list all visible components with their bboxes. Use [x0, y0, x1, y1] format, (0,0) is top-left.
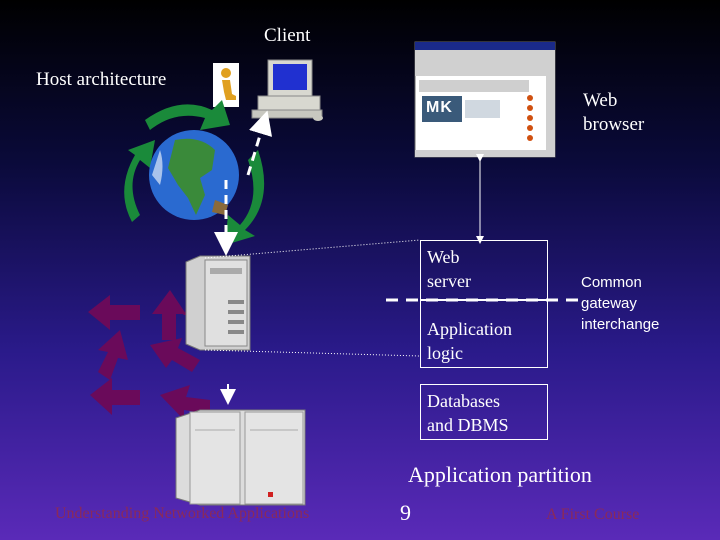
- application-logic-box: Application logic: [420, 300, 548, 368]
- web-server-label-line1: Web: [427, 247, 460, 267]
- application-partition-label: Application partition: [408, 462, 592, 487]
- client-computer-icon: [251, 59, 323, 121]
- databases-box: Databases and DBMS: [420, 384, 548, 440]
- page-number: 9: [400, 500, 411, 525]
- client-globe-arrow: [246, 110, 273, 176]
- web-browser-window: [414, 41, 556, 158]
- person-icon: [213, 63, 239, 107]
- web-browser-label: Web browser: [583, 90, 645, 135]
- database-server-icon: [175, 409, 306, 506]
- web-server-label-line2: server: [427, 271, 471, 291]
- footer-right: A First Course: [546, 506, 640, 523]
- db-label-line1: Databases: [427, 391, 500, 411]
- cgi-label: Common gateway interchange: [581, 274, 660, 333]
- app-logic-label-line2: logic: [427, 343, 463, 363]
- app-logic-label-line1: Application: [427, 319, 512, 339]
- globe-icon: [124, 100, 265, 245]
- web-server-box: Web server: [420, 240, 548, 300]
- partition-bottom-line: [204, 349, 421, 357]
- web-server-icon: [185, 255, 251, 351]
- client-label: Client: [264, 25, 311, 46]
- browser-logo-text: MK: [426, 99, 453, 116]
- host-architecture-label: Host architecture: [36, 69, 167, 90]
- footer-left: Understanding Networked Applications: [55, 505, 310, 522]
- partition-top-line: [204, 239, 421, 259]
- db-label-line2: and DBMS: [427, 415, 509, 435]
